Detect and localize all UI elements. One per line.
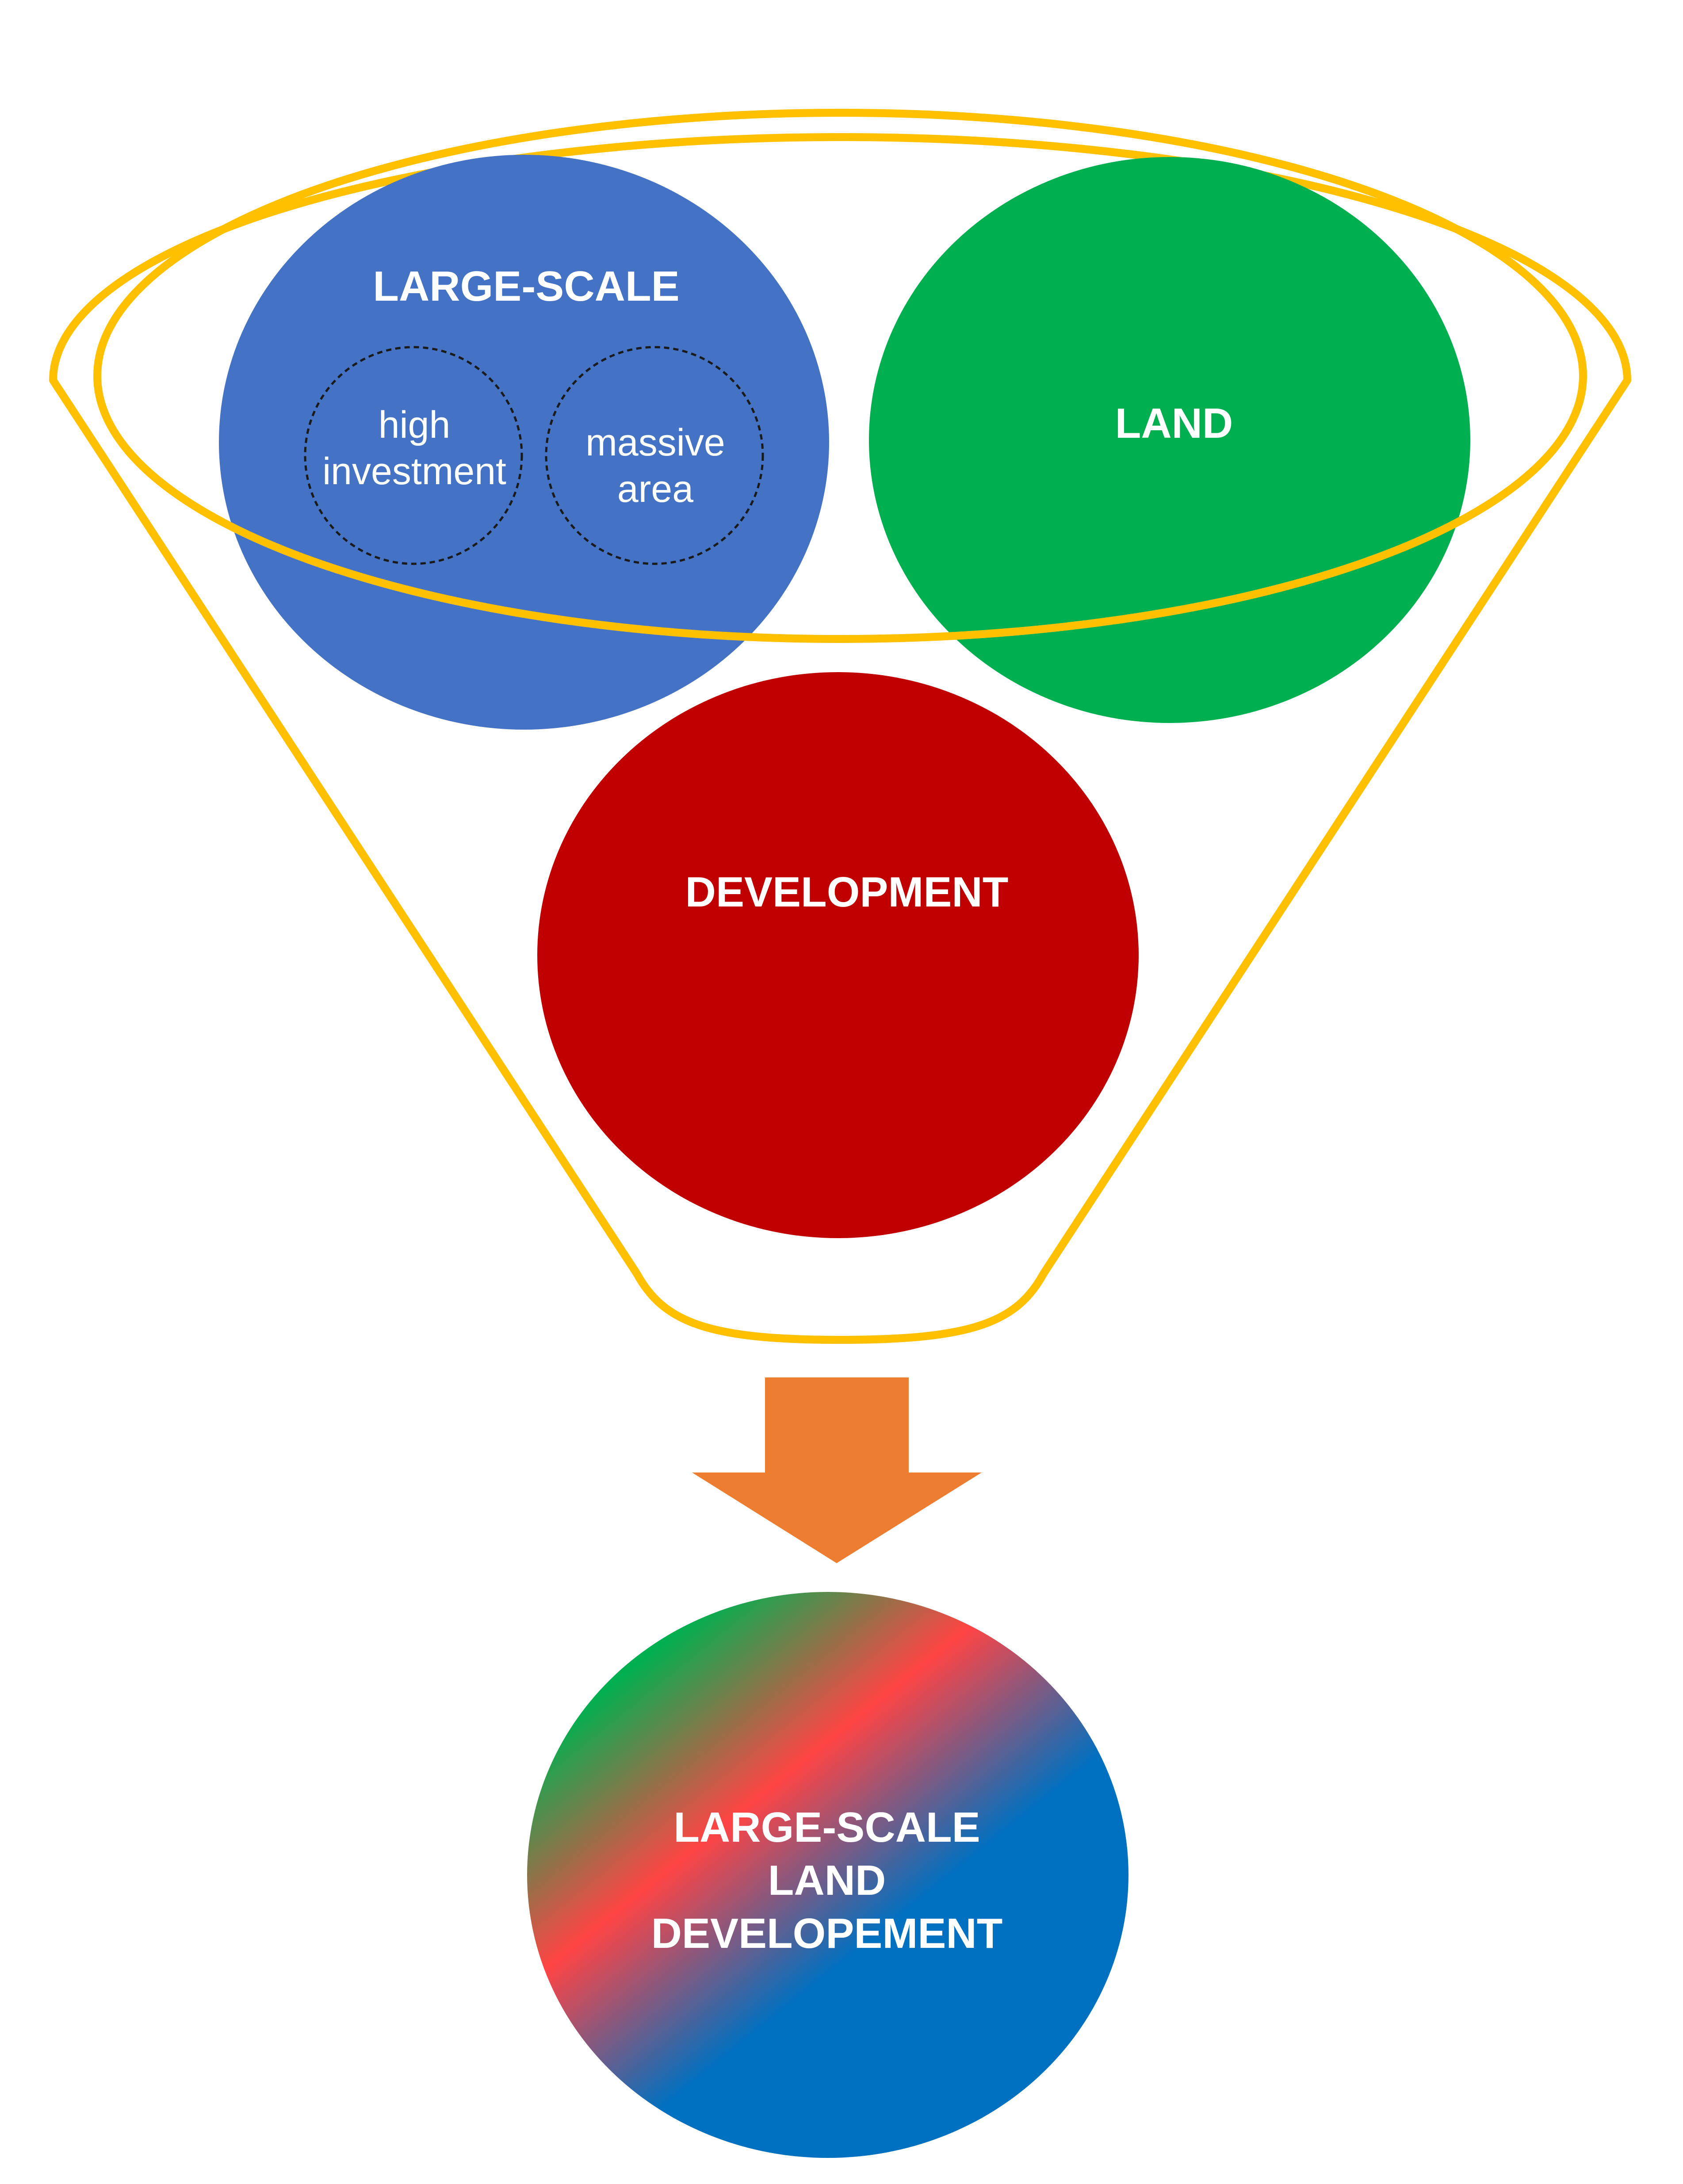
massive-area-label-line2: area xyxy=(617,468,693,510)
large-scale-circle xyxy=(219,155,829,730)
high-investment-circle xyxy=(304,346,523,565)
result-circle xyxy=(527,1592,1128,2158)
down-arrow xyxy=(692,1377,982,1563)
result-label-line2: LAND xyxy=(768,1857,886,1904)
development-circle xyxy=(537,672,1139,1238)
land-label: LAND xyxy=(1115,400,1233,447)
result-label-line1: LARGE-SCALE xyxy=(673,1804,980,1851)
massive-area-label-line1: massive xyxy=(585,421,725,464)
high-investment-label-line1: high xyxy=(379,404,451,446)
large-scale-label: LARGE-SCALE xyxy=(373,263,679,310)
high-investment-label-line2: investment xyxy=(322,450,506,493)
development-label: DEVELOPMENT xyxy=(685,868,1009,916)
funnel-inner-ellipse xyxy=(93,109,1587,643)
massive-area-circle xyxy=(545,346,764,565)
land-circle xyxy=(869,157,1470,723)
result-label-line3: DEVELOPEMENT xyxy=(651,1910,1003,1957)
